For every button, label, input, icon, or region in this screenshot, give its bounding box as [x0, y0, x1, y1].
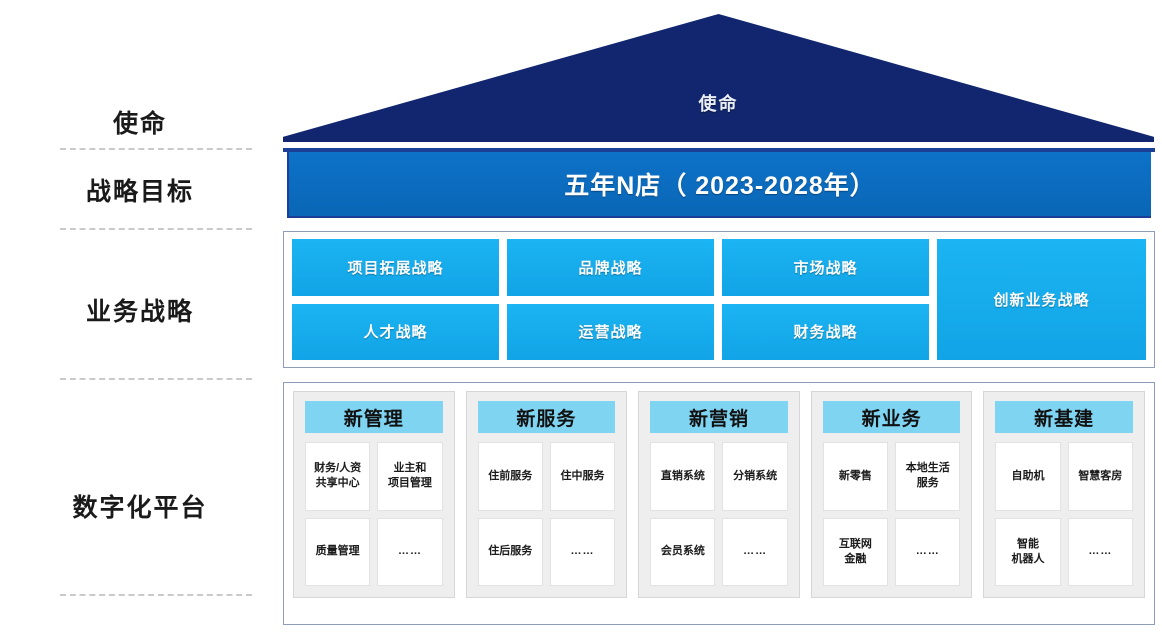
platform-cell-grid: 直销系统 分销系统 会员系统 …… [650, 442, 788, 586]
platform-cell[interactable]: 智能机器人 [995, 517, 1061, 586]
platform-column-title: 新营销 [650, 401, 788, 433]
platform-cell-grid: 住前服务 住中服务 住后服务 …… [477, 442, 616, 586]
platform-cell[interactable]: 住中服务 [549, 442, 616, 511]
platform-column-title: 新基建 [995, 401, 1133, 433]
strategy-box-brand[interactable]: 品牌战略 [507, 239, 714, 296]
platform-column-new-marketing: 新营销 直销系统 分销系统 会员系统 …… [638, 391, 800, 598]
platform-cell-grid: 财务/人资共享中心 业主和项目管理 质量管理 …… [305, 442, 443, 586]
platform-cell-grid: 新零售 本地生活服务 互联网金融 …… [822, 442, 961, 586]
row-label-business-strategy: 业务战略 [85, 298, 194, 326]
divider-line-3 [60, 378, 252, 380]
platform-cell[interactable]: 本地生活服务 [895, 442, 961, 511]
platform-cell[interactable]: 会员系统 [650, 517, 716, 586]
platform-cell[interactable]: 业主和项目管理 [377, 442, 443, 511]
platform-cell[interactable]: 直销系统 [650, 442, 716, 511]
platform-cell[interactable]: 新零售 [822, 442, 889, 511]
platform-column-new-management: 新管理 财务/人资共享中心 业主和项目管理 质量管理 …… [293, 391, 455, 598]
roof-mission-text: 使命 [698, 94, 739, 114]
platform-cell[interactable]: 分销系统 [722, 442, 788, 511]
strategy-box-project-expansion[interactable]: 项目拓展战略 [292, 239, 499, 296]
strategy-box-innovation-business[interactable]: 创新业务战略 [937, 239, 1146, 360]
strategy-box-talent[interactable]: 人才战略 [292, 303, 499, 360]
platform-cell[interactable]: 财务/人资共享中心 [305, 442, 371, 511]
platform-column-new-service: 新服务 住前服务 住中服务 住后服务 …… [465, 391, 628, 598]
platform-cell[interactable]: 住后服务 [477, 517, 543, 586]
business-strategy-row-2: 人才战略 运营战略 财务战略 [292, 303, 929, 360]
platform-cell-ellipsis[interactable]: …… [377, 517, 443, 586]
platform-cell-ellipsis[interactable]: …… [722, 517, 788, 586]
platform-cell-ellipsis[interactable]: …… [549, 517, 616, 586]
business-strategy-panel: 项目拓展战略 品牌战略 市场战略 人才战略 运营战略 财务战略 创新业务战略 [283, 231, 1155, 368]
platform-cell-grid: 自助机 智慧客房 智能机器人 …… [995, 442, 1133, 586]
row-label-digital-platform: 数字化平台 [72, 494, 208, 522]
divider-line-4 [60, 594, 252, 596]
strategic-goal-text: 五年N店（ 2023-2028年） [564, 172, 876, 200]
digital-platform-panel: 新管理 财务/人资共享中心 业主和项目管理 质量管理 …… 新服务 住前服务 住… [283, 382, 1155, 625]
divider-line-2 [60, 228, 252, 230]
roof-mission-section: 使命 [283, 14, 1154, 142]
platform-cell[interactable]: 住前服务 [477, 442, 543, 511]
platform-cell-ellipsis[interactable]: …… [895, 517, 961, 586]
strategic-goal-bar: 五年N店（ 2023-2028年） [287, 152, 1151, 218]
strategy-box-market[interactable]: 市场战略 [722, 239, 929, 296]
divider-line-1 [60, 148, 252, 150]
goal-bar-top-rim [283, 148, 1155, 152]
platform-column-title: 新服务 [477, 401, 616, 433]
platform-cell[interactable]: 自助机 [995, 442, 1061, 511]
platform-column-new-infrastructure: 新基建 自助机 智慧客房 智能机器人 …… [983, 391, 1145, 598]
row-label-strategic-goal: 战略目标 [85, 178, 194, 206]
strategy-box-finance[interactable]: 财务战略 [722, 303, 929, 360]
business-strategy-row-1: 项目拓展战略 品牌战略 市场战略 [292, 239, 929, 296]
platform-column-title: 新管理 [305, 401, 443, 433]
strategy-box-operations[interactable]: 运营战略 [507, 303, 714, 360]
platform-cell-ellipsis[interactable]: …… [1067, 517, 1133, 586]
platform-cell[interactable]: 质量管理 [305, 517, 371, 586]
platform-cell[interactable]: 互联网金融 [822, 517, 889, 586]
platform-cell[interactable]: 智慧客房 [1067, 442, 1133, 511]
row-label-mission: 使命 [112, 110, 167, 138]
platform-column-new-business: 新业务 新零售 本地生活服务 互联网金融 …… [810, 391, 973, 598]
platform-column-title: 新业务 [822, 401, 961, 433]
business-strategy-grid: 项目拓展战略 品牌战略 市场战略 人才战略 运营战略 财务战略 [292, 239, 929, 360]
